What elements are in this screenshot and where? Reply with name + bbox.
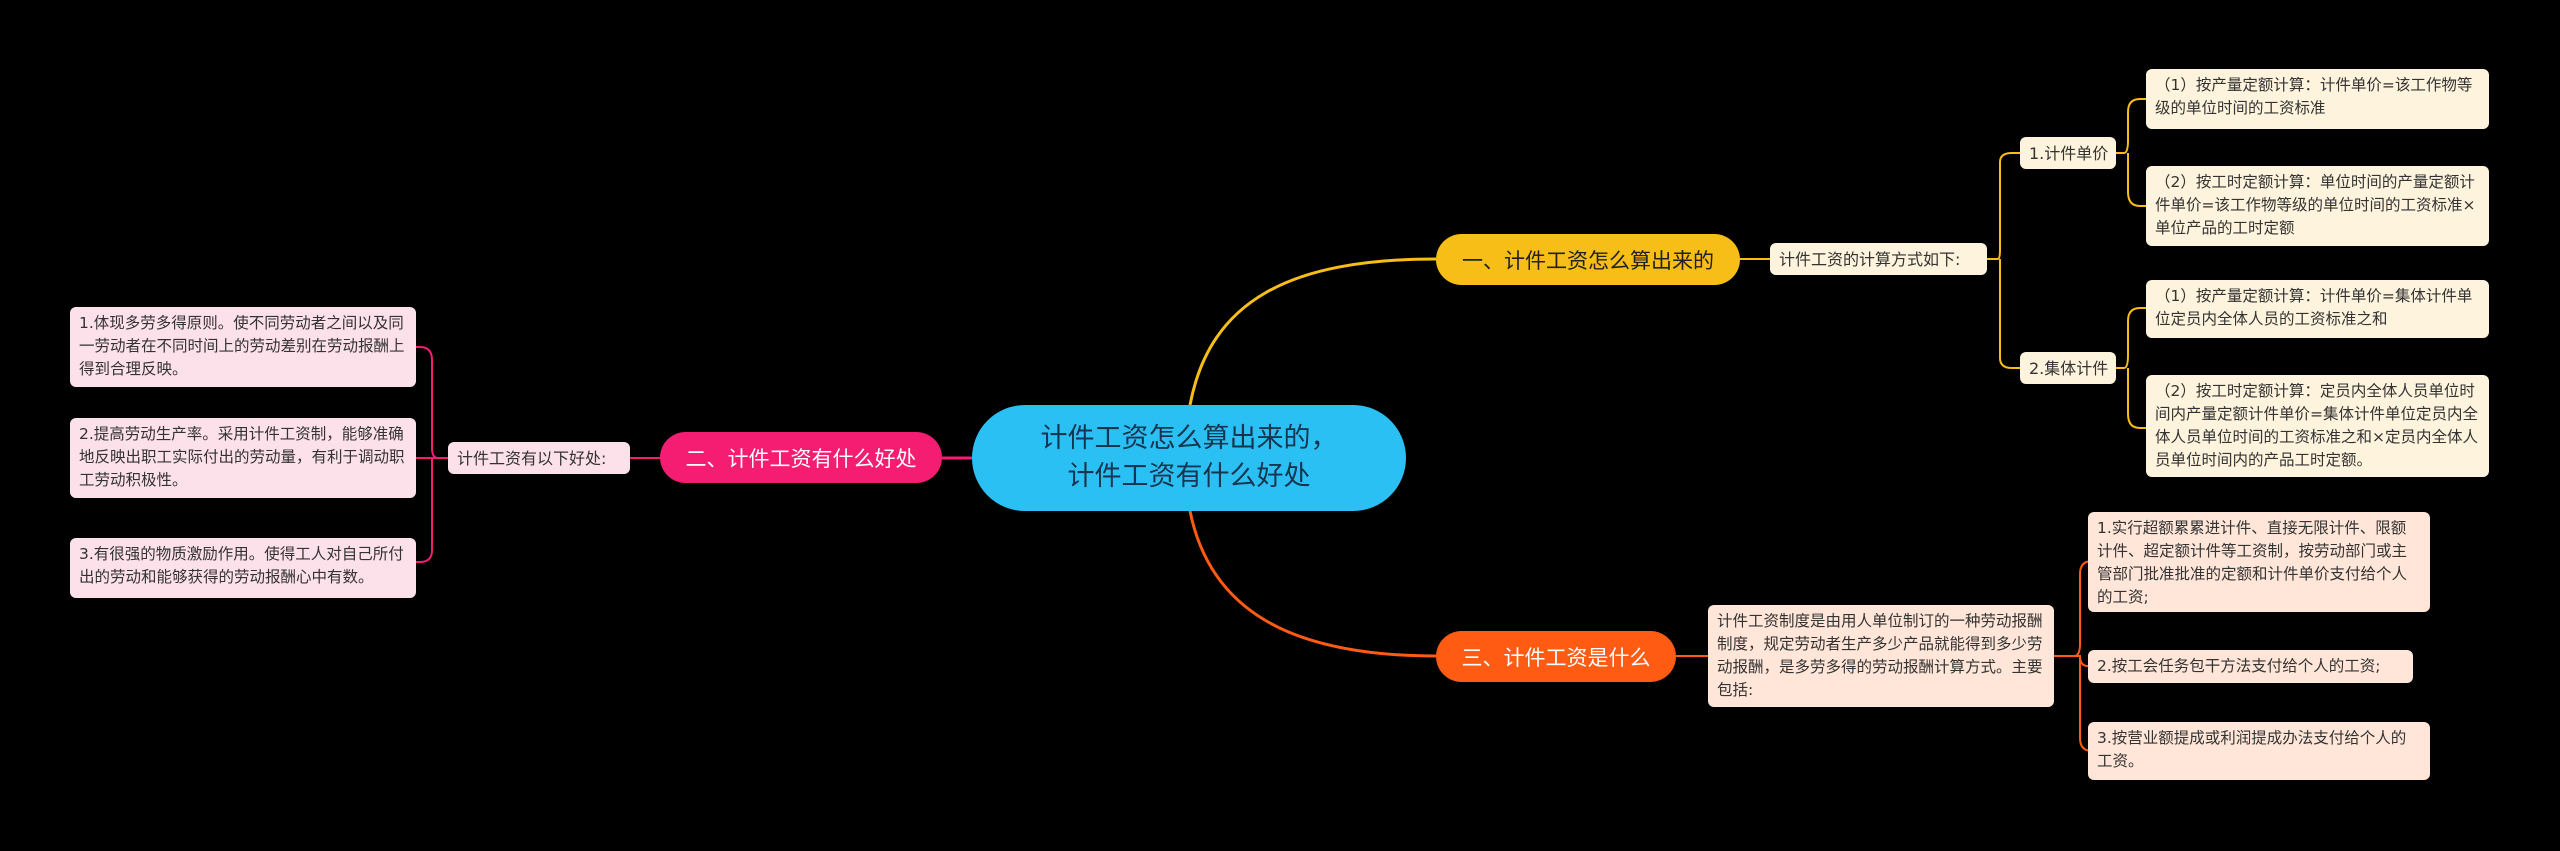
collective-output-quota[interactable]: （1）按产量定额计算：计件单价=集体计件单位定员内全体人员的工资标准之和 xyxy=(2146,280,2489,338)
benefit-item-3[interactable]: 3.有很强的物质激励作用。使得工人对自己所付出的劳动和能够获得的劳动报酬心中有数… xyxy=(70,538,416,598)
unit-price-output-quota[interactable]: （1）按产量定额计算：计件单价=该工作物等级的单位时间的工资标准 xyxy=(2146,69,2489,129)
root-title-line2: 计件工资有什么好处 xyxy=(1067,461,1311,492)
collective-piece-node[interactable]: 2.集体计件 xyxy=(2020,352,2116,384)
collective-time-quota[interactable]: （2）按工时定额计算：定员内全体人员单位时间内产量定额计件单价=集体计件单位定员… xyxy=(2146,375,2489,477)
definition-item-3[interactable]: 3.按营业额提成或利润提成办法支付给个人的工资。 xyxy=(2088,722,2430,780)
branch-definition[interactable]: 三、计件工资是什么 xyxy=(1436,631,1676,682)
root-topic[interactable]: 计件工资怎么算出来的， 计件工资有什么好处 xyxy=(972,405,1406,511)
branch-benefits[interactable]: 二、计件工资有什么好处 xyxy=(660,432,942,483)
unit-price-time-quota[interactable]: （2）按工时定额计算：单位时间的产量定额计件单价=该工作物等级的单位时间的工资标… xyxy=(2146,166,2489,246)
definition-item-2[interactable]: 2.按工会任务包干方法支付给个人的工资; xyxy=(2088,650,2413,683)
definition-item-1[interactable]: 1.实行超额累累进计件、直接无限计件、限额计件、超定额计件等工资制，按劳动部门或… xyxy=(2088,512,2430,612)
calc-method-node[interactable]: 计件工资的计算方式如下: xyxy=(1770,243,1987,275)
benefit-item-1[interactable]: 1.体现多劳多得原则。使不同劳动者之间以及同一劳动者在不同时间上的劳动差别在劳动… xyxy=(70,307,416,387)
definition-node[interactable]: 计件工资制度是由用人单位制订的一种劳动报酬制度，规定劳动者生产多少产品就能得到多… xyxy=(1708,605,2054,707)
benefits-intro-node[interactable]: 计件工资有以下好处: xyxy=(448,442,630,474)
root-title-line1: 计件工资怎么算出来的， xyxy=(1040,423,1338,454)
branch-calculation[interactable]: 一、计件工资怎么算出来的 xyxy=(1436,234,1740,285)
benefit-item-2[interactable]: 2.提高劳动生产率。采用计件工资制，能够准确地反映出职工实际付出的劳动量，有利于… xyxy=(70,418,416,498)
piece-unit-price-node[interactable]: 1.计件单价 xyxy=(2020,137,2116,169)
